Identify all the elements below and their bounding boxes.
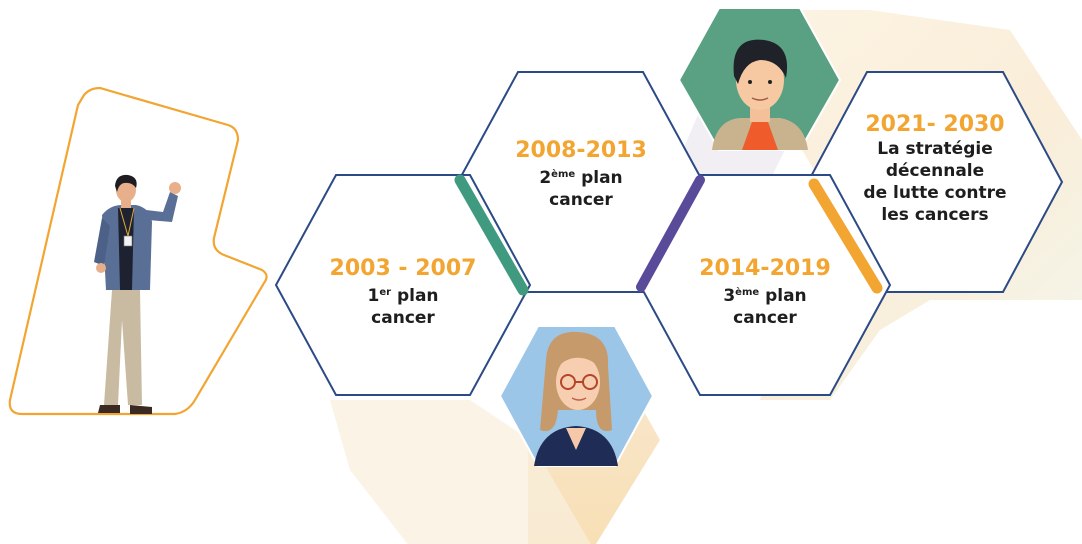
timeline-connectors <box>454 174 883 296</box>
period-years: 2014-2019 <box>699 256 831 281</box>
period-years: 2003 - 2007 <box>329 256 477 281</box>
period-title: 1er plan <box>367 286 439 306</box>
portrait-woman <box>498 325 655 467</box>
presenter-illustration <box>94 174 181 414</box>
hex-label-2014-2019: 2014-2019 3ème plan cancer <box>668 256 862 329</box>
connector-orange <box>808 178 883 294</box>
period-years: 2008-2013 <box>515 138 647 163</box>
hex-label-2021-2030: 2021- 2030 La stratégie décennale de lut… <box>836 112 1034 226</box>
strategy-line-2: décennale <box>885 161 985 181</box>
strategy-line-4: les cancers <box>881 205 989 225</box>
timeline-hexes <box>274 71 1064 396</box>
hex-2003-2007 <box>274 174 532 396</box>
connector-green <box>454 174 529 296</box>
period-title-line2: cancer <box>549 190 613 210</box>
connector-purple <box>636 175 705 292</box>
period-title-line2: cancer <box>733 308 797 328</box>
strategy-line-3: de lutte contre <box>863 183 1007 203</box>
strategy-line-1: La stratégie <box>877 139 993 159</box>
hex-label-2008-2013: 2008-2013 2ème plan cancer <box>484 138 678 211</box>
period-title: 2ème plan <box>539 168 623 188</box>
hex-label-2003-2007: 2003 - 2007 1er plan cancer <box>306 256 500 329</box>
period-title-line2: cancer <box>371 308 435 328</box>
period-years: 2021- 2030 <box>865 112 1005 137</box>
portrait-man <box>677 7 842 151</box>
presenter-frame <box>8 86 268 416</box>
period-title: 3ème plan <box>723 286 807 306</box>
